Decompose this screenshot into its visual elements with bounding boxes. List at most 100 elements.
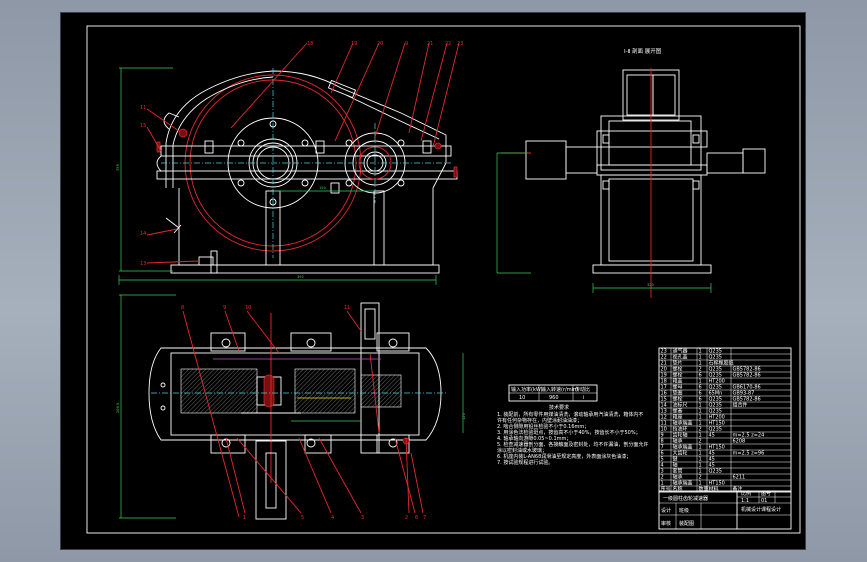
bom-cell: 1	[699, 421, 702, 427]
bom-cell: 1	[699, 403, 702, 409]
bom-cell: 螺母	[673, 384, 683, 391]
bom-cell: 箱座	[673, 414, 683, 421]
tech-req-line-5: 5. 检查减速器剖分面、各接触面及密封处，均不许漏油，剖分面允许	[497, 441, 648, 448]
bom-cell: 6	[699, 397, 702, 403]
tech-header-0: 输入功率(kW)	[511, 386, 543, 393]
plan-leaders: 8 9 10 11 1 2 3 4 5 6 7	[181, 305, 426, 521]
bom-cell: 2	[699, 439, 702, 445]
bom-cell: Q235	[709, 385, 722, 391]
title-block: 一级圆柱齿轮减速器 设计 审核 班级 装配图 比例 图号 1:1 01 机械设计…	[658, 490, 792, 530]
tech-header-1: 输入转速(r/min)	[541, 386, 578, 393]
tech-req-line-7: 6. 机座内装L-AN68润滑油至规定高度，外表面涂灰色油漆；	[497, 453, 631, 460]
tech-value-2: i	[583, 395, 584, 401]
plan-bottom-label-6: 7	[423, 515, 426, 521]
bom-header-cell: 序号	[661, 486, 671, 493]
front-label-2: 20	[377, 41, 383, 47]
tech-requirements: 技术要求 1. 装配前，所有零件用煤油清洗，滚动轴承用汽油清洗，箱体内不 许有任…	[497, 404, 648, 466]
bom-header-cell: 名称	[673, 486, 683, 493]
title-drawing-name: 一级圆柱齿轮减速器	[663, 495, 708, 502]
tech-parameter-table: 输入功率(kW) 输入转速(r/min) 传动比 10 960 i	[508, 384, 598, 402]
tech-value-0: 10	[519, 395, 525, 401]
front-leaders: 18 19 20 9 21 22 23 11 15 14 13	[140, 41, 463, 267]
svg-text:320: 320	[647, 283, 655, 287]
svg-text:150: 150	[319, 186, 327, 190]
cad-drawing: 395 392 150 18 19 20 9	[86, 25, 801, 534]
bom-cell: 12	[661, 415, 667, 421]
bom-cell: 2	[699, 427, 702, 433]
bom-cell: 6	[699, 373, 702, 379]
bom-cell: 14	[661, 403, 667, 409]
bom-cell: Q235	[709, 469, 722, 475]
bom-cell: 轴	[673, 462, 678, 469]
front-left-label-2: 14	[140, 231, 146, 237]
tech-req-line-3: 3. 用涂色法检验斑点，按齿高不小于40%，按齿长不小于50%；	[497, 429, 641, 436]
bom-cell: 1	[699, 445, 702, 451]
bom-header-cell: 数量	[699, 486, 709, 493]
drawing-frame	[86, 25, 801, 534]
bom-cell: 6208	[733, 439, 746, 445]
bom-cell: HT150	[709, 481, 725, 487]
front-view: 395 392 150	[116, 67, 458, 285]
bom-cell: Q235	[709, 397, 722, 403]
plan-bottom-label-3: 4	[331, 515, 334, 521]
bom-cell: Q235	[709, 355, 722, 361]
title-sheet: 01	[761, 498, 767, 504]
bom-cell: 螺栓	[673, 372, 683, 379]
bom-cell: 螺栓	[673, 366, 683, 373]
front-label-0: 18	[307, 41, 313, 47]
bom-cell: 1	[699, 463, 702, 469]
bom-cell: m=2.5 z=96	[733, 451, 765, 457]
bom-cell: 19	[661, 373, 667, 379]
bom-cell: 套筒	[673, 468, 683, 475]
bom-cell: HT150	[709, 445, 725, 451]
bom-cell: 5	[661, 457, 664, 463]
plan-bottom-label-1: 2	[405, 515, 408, 521]
svg-text:120: 120	[462, 412, 466, 420]
front-label-1: 19	[351, 41, 357, 47]
bom-cell: 65Mn	[709, 391, 723, 397]
plan-top-label-0: 8	[181, 305, 184, 311]
tech-value-1: 960	[549, 395, 559, 401]
plan-top-label-2: 10	[245, 305, 251, 311]
bom-cell: 4	[661, 463, 664, 469]
front-label-3: 9	[405, 41, 408, 47]
bom-cell: 1	[699, 409, 702, 415]
bom-cell: HT200	[709, 415, 725, 421]
bom-cell: 7	[661, 445, 664, 451]
bom-cell: 通气器	[673, 348, 688, 355]
bom-cell: 石棉橡胶纸	[709, 360, 734, 367]
title-class-label: 班级	[679, 507, 689, 514]
title-designer-label: 设计	[661, 507, 671, 514]
bom-cell: 轴承	[673, 474, 683, 481]
bom-cell: Q235	[709, 367, 722, 373]
bom-cell: HT150	[709, 421, 725, 427]
tech-header-2: 传动比	[575, 386, 590, 393]
bom-cell: 3	[661, 469, 664, 475]
title-checker-label: 审核	[661, 520, 671, 527]
drawing-sheet: 395 392 150 18 19 20 9	[61, 13, 805, 549]
bom-cell: 23	[661, 349, 667, 355]
bom-cell: 箱盖	[673, 378, 683, 385]
tech-req-line-1: 许有任何杂物存在，内壁涂耐油油漆；	[497, 417, 582, 424]
bom-cell: 45	[709, 463, 715, 469]
bom-cell: 1	[699, 451, 702, 457]
bom-cell: 6	[699, 391, 702, 397]
bom-cell: 轴承端盖	[673, 444, 693, 451]
tech-req-line-8: 7. 按试验规程进行试验。	[497, 459, 553, 466]
bom-cell: 17	[661, 385, 667, 391]
bom-cell: 轴承端盖	[673, 420, 693, 427]
tech-req-title: 技术要求	[549, 404, 569, 411]
title-school: 机械设计课程设计	[741, 506, 781, 513]
plan-top-label-3: 11	[344, 305, 350, 311]
bom-cell: 45	[709, 457, 715, 463]
bom-cell: 2	[699, 475, 702, 481]
bom-cell: 1	[699, 349, 702, 355]
title-assembly-label: 装配图	[679, 520, 694, 527]
plan-bottom-label-5: 6	[415, 515, 418, 521]
bom-cell: 1	[699, 433, 702, 439]
bom-cell: 螺塞	[673, 408, 683, 415]
bom-cell: 油标尺	[673, 402, 688, 409]
bom-cell: 15	[661, 397, 667, 403]
bom-cell: 螺栓	[673, 396, 683, 403]
